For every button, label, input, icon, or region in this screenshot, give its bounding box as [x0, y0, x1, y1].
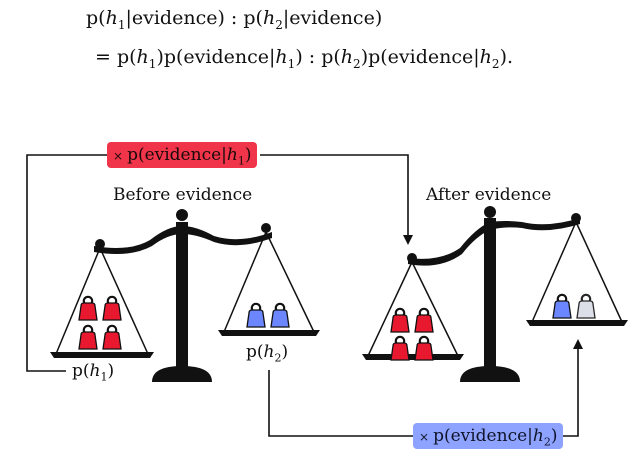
flow-arrow-blue	[563, 339, 583, 437]
before-red-weights	[77, 295, 123, 351]
prior-h1-label: p(h1)	[72, 361, 115, 384]
after-right-pan	[526, 320, 628, 326]
after-scale-base	[460, 366, 520, 382]
flow-line-red	[26, 154, 107, 372]
after-scale-post	[484, 218, 496, 372]
after-scale-beam	[408, 218, 580, 266]
before-scale-beam	[94, 226, 272, 254]
after-left-pan	[362, 354, 464, 360]
before-evidence-title: Before evidence	[113, 185, 253, 205]
before-left-pan	[50, 352, 154, 358]
flow-line-blue	[268, 370, 413, 437]
before-right-pan	[218, 330, 320, 336]
after-faded-weight	[575, 293, 597, 320]
flow-arrow-red	[260, 154, 413, 245]
likelihood-h2-tag: ×p(evidence|h2)	[413, 423, 564, 449]
before-scale-base	[152, 366, 212, 382]
before-blue-weights	[245, 302, 291, 329]
after-red-weights	[389, 307, 435, 362]
before-scale	[50, 209, 320, 382]
equation-line-1: p(h1|evidence) : p(h2|evidence)	[86, 7, 383, 32]
prior-h2-label: p(h2)	[246, 342, 289, 365]
likelihood-h1-tag: ×p(evidence|h1)	[107, 142, 258, 168]
after-scale	[362, 206, 628, 382]
after-blue-weight	[551, 293, 573, 320]
equation-line-2: = p(h1)p(evidence|h1) : p(h2)p(evidence|…	[95, 46, 514, 71]
before-scale-post	[176, 222, 188, 372]
after-evidence-title: After evidence	[426, 185, 552, 205]
